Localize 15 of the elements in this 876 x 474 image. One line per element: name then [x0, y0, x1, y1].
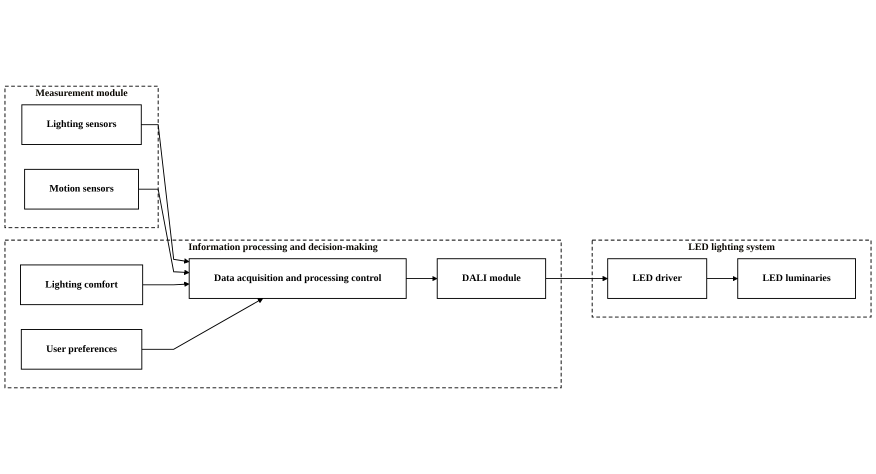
node-box: DALI module	[436, 258, 546, 299]
node-box: LED luminaries	[737, 258, 856, 299]
arrow	[142, 282, 190, 287]
arrow	[141, 298, 264, 350]
arrow	[545, 276, 608, 282]
node-box: Lighting comfort	[20, 264, 144, 306]
node-box: User preferences	[20, 329, 142, 370]
arrow	[138, 188, 190, 276]
arrow	[706, 276, 738, 282]
node-box: LED driver	[607, 258, 708, 299]
node-box: Data acquisition and processing control	[188, 258, 407, 299]
arrow	[140, 124, 190, 264]
node-box: Lighting sensors	[21, 104, 142, 145]
arrow	[406, 276, 438, 282]
node-box: Motion sensors	[24, 168, 139, 210]
